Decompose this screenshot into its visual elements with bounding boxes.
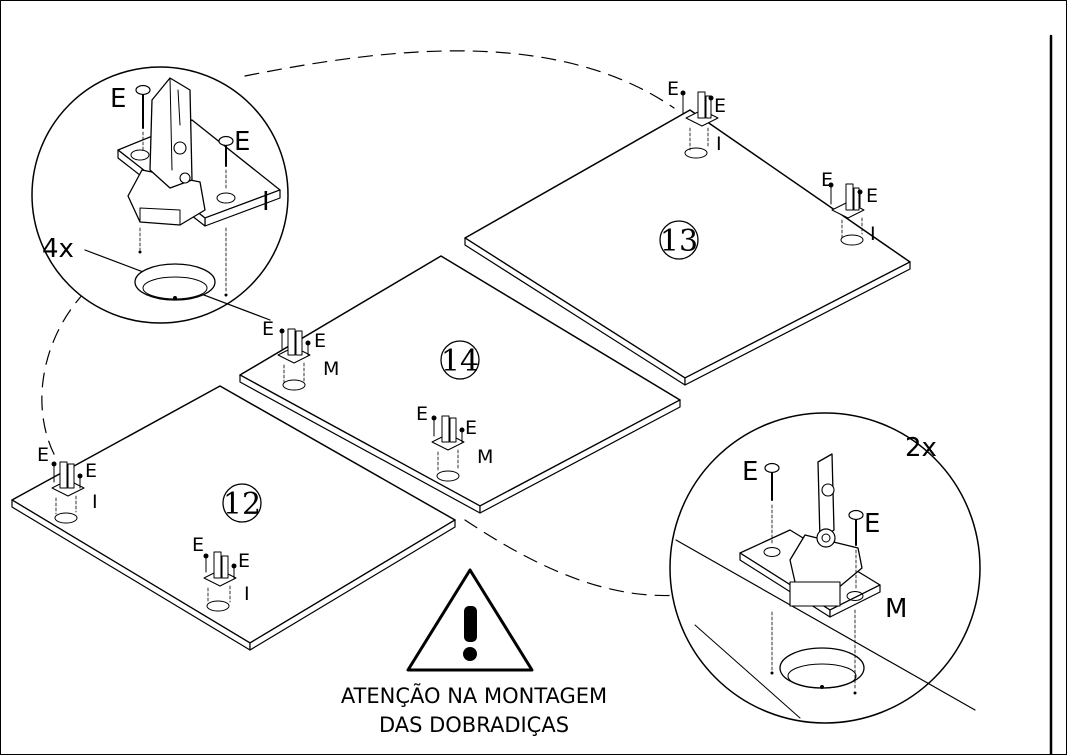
leader-bottom	[464, 519, 681, 597]
panel-14-number-circle	[440, 340, 480, 380]
small-hinge-12a	[51, 461, 85, 524]
callout-bottom-right	[669, 412, 981, 724]
panel-12	[11, 385, 456, 651]
callout-screw-label: E	[110, 84, 126, 114]
screw-label: E	[714, 95, 726, 117]
screw-label: E	[465, 417, 477, 439]
callout-hinge-label: M	[885, 594, 907, 624]
screw-label: E	[667, 78, 679, 100]
small-hinge-13b	[828, 182, 865, 246]
hinge-type-label: I	[244, 583, 250, 605]
hinge-type-label: I	[870, 223, 876, 245]
small-hinge-14b	[431, 415, 465, 482]
small-hinge-14a	[277, 328, 311, 391]
leader-left	[41, 291, 86, 459]
callout-screw-label: E	[234, 127, 250, 157]
panel-12-number-circle	[222, 483, 262, 523]
screw-label: E	[416, 403, 428, 425]
hinge-type-label: I	[92, 491, 98, 513]
warning-text-line2: DAS DOBRADIÇAS	[379, 713, 569, 737]
hinge-type-label: M	[477, 446, 493, 468]
warning-text-line1: ATENÇÃO NA MONTAGEM	[341, 682, 607, 708]
hinge-type-label: M	[323, 358, 339, 380]
hinge-type-label: I	[716, 133, 722, 155]
screw-label: E	[866, 185, 878, 207]
warning-triangle-icon	[406, 568, 534, 672]
callout-screw-label: E	[742, 457, 758, 487]
panel-13-number: 13	[660, 224, 698, 259]
screw-icon	[218, 135, 234, 191]
screw-icon	[764, 462, 780, 546]
hinge-cup-hole	[134, 263, 216, 301]
small-hinge-13a	[680, 90, 719, 159]
callout-hinge-label: I	[262, 187, 270, 217]
screw-label: E	[238, 550, 250, 572]
screw-label: E	[821, 169, 833, 191]
screw-icon	[135, 84, 151, 151]
small-hinge-12b	[203, 551, 237, 612]
callout-count: 2x	[905, 433, 937, 463]
panel-13	[464, 109, 911, 386]
screw-label: E	[314, 330, 326, 352]
callout-count: 4x	[42, 234, 74, 264]
panel-14	[239, 255, 681, 514]
callout-screw-label: E	[864, 509, 880, 539]
panel-13-number-circle	[659, 220, 699, 260]
screw-label: E	[262, 318, 274, 340]
panel-12-number: 12	[223, 487, 261, 522]
leader-lines	[41, 50, 681, 597]
leader-top	[244, 50, 675, 109]
panel-14-number: 14	[441, 344, 479, 379]
screw-label: E	[85, 460, 97, 482]
screw-label: E	[37, 444, 49, 466]
screw-label: E	[192, 534, 204, 556]
callout-top-left	[31, 66, 289, 324]
screw-icon	[848, 509, 864, 589]
hinge-arm	[817, 453, 835, 541]
